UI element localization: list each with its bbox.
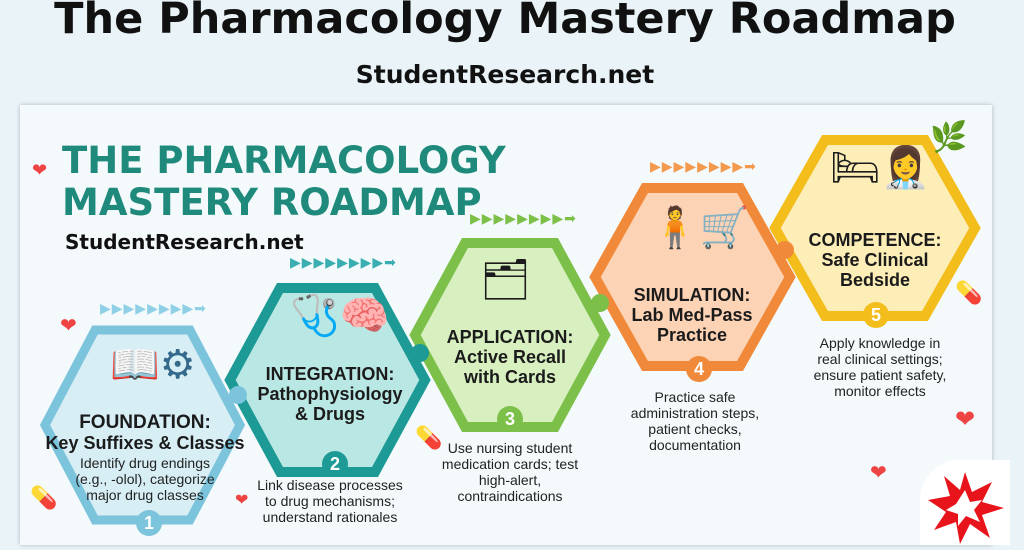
- connector-arrow-3: [591, 294, 609, 312]
- step-3-title: APPLICATION: Active Recall with Cards: [435, 327, 585, 387]
- stethoscope-brain-icon: 🩺🧠: [290, 294, 390, 338]
- step-3-description: Use nursing student medication cards; te…: [441, 440, 579, 504]
- step-5-description: Apply knowledge in real clinical setting…: [813, 335, 947, 399]
- mannequin-cart-icon: 🧍🛒: [650, 206, 750, 250]
- heart-icon: ❤: [235, 492, 249, 509]
- hex-competence: [769, 135, 981, 321]
- step-1-heading: FOUNDATION:: [79, 412, 211, 433]
- infographic-site: StudentResearch.net: [65, 230, 304, 254]
- step-4-title: SIMULATION: Lab Med-Pass Practice: [622, 285, 762, 345]
- heart-icon: ❤: [32, 160, 48, 180]
- step-4-description: Practice safe administration steps, pati…: [630, 389, 760, 453]
- page-title: The Pharmacology Mastery Roadmap: [54, 0, 956, 44]
- step-1-subheading: Key Suffixes & Classes: [45, 433, 245, 453]
- pill-icon: 💊: [30, 485, 58, 510]
- step-2-number: 2: [322, 451, 348, 477]
- starburst-badge: [920, 460, 1010, 545]
- step-5-number: 5: [863, 302, 889, 328]
- step-2-title: INTEGRATION: Pathophysiology & Drugs: [250, 364, 410, 424]
- nurse-patient-icon: 🛏👩‍⚕️: [830, 146, 931, 190]
- connector-arrow-2: [411, 344, 429, 362]
- progress-arrows-3: ▶▶▶▶▶▶▶▶➡: [470, 210, 577, 226]
- step-2-description: Link disease processes to drug mechanism…: [257, 477, 403, 525]
- hex-application: [409, 238, 611, 432]
- flashcards-icon: 🗂: [480, 258, 531, 302]
- step-3-subheading: Active Recall with Cards: [453, 347, 567, 387]
- title-line-2: MASTERY ROADMAP: [62, 181, 482, 224]
- page-subtitle: StudentResearch.net: [355, 60, 655, 89]
- step-4-heading: SIMULATION:: [633, 285, 751, 305]
- heart-icon: ❤: [60, 315, 77, 337]
- book-gears-icon: 📖⚙: [110, 343, 196, 387]
- title-line-1: THE PHARMACOLOGY: [62, 139, 506, 182]
- starburst-icon: [928, 472, 1004, 544]
- step-2-heading: INTEGRATION:: [265, 364, 395, 384]
- step-1-title: FOUNDATION: Key Suffixes & Classes: [45, 412, 245, 454]
- heart-icon: ❤: [870, 462, 887, 484]
- leaf-icon: 🌿: [930, 121, 968, 154]
- progress-arrows-1: ▶▶▶▶▶▶▶▶➡: [100, 300, 207, 316]
- progress-arrows-2: ▶▶▶▶▶▶▶▶➡: [290, 254, 397, 270]
- infographic-title: THE PHARMACOLOGY MASTERY ROADMAP: [62, 140, 506, 224]
- step-1-description: Identify drug endings (e.g., -olol), cat…: [75, 455, 215, 503]
- hex-simulation: [589, 183, 796, 371]
- step-5-subheading: Safe Clinical Bedside: [821, 250, 929, 290]
- step-3-heading: APPLICATION:: [446, 327, 574, 347]
- connector-arrow-4: [776, 241, 794, 259]
- heart-icon: ❤: [955, 406, 976, 433]
- step-5-title: COMPETENCE: Safe Clinical Bedside: [805, 230, 945, 290]
- step-1-number: 1: [136, 510, 162, 536]
- step-5-heading: COMPETENCE:: [808, 230, 942, 250]
- pill-icon: 💊: [415, 425, 443, 450]
- progress-arrows-4: ▶▶▶▶▶▶▶▶➡: [650, 158, 757, 174]
- step-3-number: 3: [497, 406, 523, 432]
- pill-icon: 💊: [955, 280, 983, 305]
- step-2-subheading: Pathophysiology & Drugs: [257, 384, 403, 424]
- step-4-number: 4: [686, 356, 712, 382]
- hex-foundation: [39, 325, 246, 525]
- connector-arrow-1: [229, 386, 247, 404]
- hex-integration: [224, 283, 431, 477]
- step-4-subheading: Lab Med-Pass Practice: [631, 305, 753, 345]
